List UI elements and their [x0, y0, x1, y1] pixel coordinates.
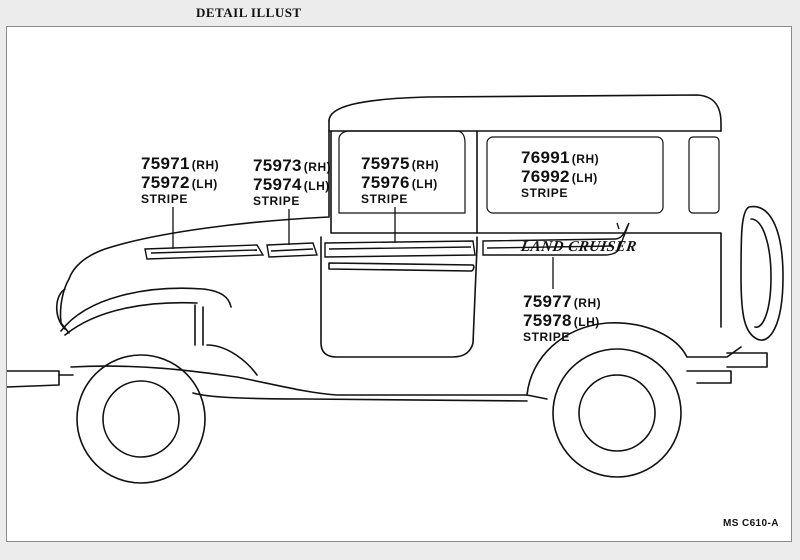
- side-tag-lh: (LH): [571, 171, 598, 185]
- rear-window: [688, 136, 720, 214]
- spare-tire-inner: [750, 218, 772, 328]
- side-tag-rh: (RH): [191, 158, 220, 172]
- stripe-cowl: [266, 242, 318, 258]
- part-number-rh: 75975: [361, 154, 410, 173]
- rear-fender: [526, 322, 742, 396]
- leader-76991: [616, 222, 620, 230]
- spare-tire-outer: [740, 205, 784, 341]
- bumper-front: [7, 370, 60, 388]
- frame-rail: [192, 392, 528, 402]
- front-window: [338, 130, 466, 214]
- vehicle-side-view-drawing: [7, 94, 784, 484]
- side-tag-rh: (RH): [571, 152, 600, 166]
- cab-top-line: [328, 120, 722, 132]
- callout-75971: 75971(RH) 75972(LH) STRIPE: [141, 155, 219, 205]
- part-description: STRIPE: [253, 194, 300, 208]
- rear-rim: [578, 374, 656, 452]
- front-suspension-line: [206, 344, 258, 376]
- part-number-rh: 76991: [521, 148, 570, 167]
- callout-75975: 75975(RH) 75976(LH) STRIPE: [361, 155, 439, 205]
- side-tag-rh: (RH): [411, 158, 440, 172]
- rear-step: [686, 370, 732, 384]
- part-number-rh: 75977: [523, 292, 572, 311]
- door-outline: [320, 236, 478, 358]
- stripe-hood: [144, 244, 265, 260]
- callout-75973: 75973(RH) 75974(LH) STRIPE: [253, 157, 331, 207]
- side-tag-lh: (LH): [573, 315, 600, 329]
- side-tag-lh: (LH): [303, 179, 330, 193]
- part-number-rh: 75973: [253, 156, 302, 175]
- stripe-cowl-inner: [270, 248, 314, 252]
- front-rim: [102, 380, 180, 458]
- rear-body-line: [476, 232, 722, 328]
- page-title: DETAIL ILLUST: [196, 5, 302, 20]
- front-tire: [76, 354, 206, 484]
- rear-side-window: [486, 136, 664, 214]
- part-description: STRIPE: [141, 192, 188, 206]
- door-handle-slot: [328, 262, 475, 272]
- hood-outline: [68, 130, 330, 280]
- illustration-frame: 75971(RH) 75972(LH) STRIPE 75973(RH) 759…: [6, 26, 792, 542]
- figure-code: MS C610-A: [723, 518, 779, 529]
- side-tag-lh: (LH): [411, 177, 438, 191]
- stripe-door-inner: [328, 246, 472, 250]
- sill-line: [194, 304, 204, 346]
- rear-tire: [552, 348, 682, 478]
- part-number-rh: 75971: [141, 154, 190, 173]
- part-number-lh: 75974: [253, 175, 302, 194]
- land-cruiser-emblem: LAND CRUISER: [519, 239, 638, 255]
- front-fender-inner: [64, 301, 198, 336]
- roof-outline: [328, 94, 722, 132]
- side-tag-rh: (RH): [303, 160, 332, 174]
- part-number-lh: 75978: [523, 311, 572, 330]
- part-description: STRIPE: [361, 192, 408, 206]
- side-tag-rh: (RH): [573, 296, 602, 310]
- leader-lines: [172, 207, 620, 289]
- stripe-rear: [482, 222, 630, 256]
- callout-76991: 76991(RH) 76992(LH) STRIPE: [521, 149, 599, 199]
- side-tag-lh: (LH): [191, 177, 218, 191]
- rear-bumper: [726, 352, 768, 368]
- wheel-well-lower: [526, 394, 548, 400]
- part-number-lh: 75972: [141, 173, 190, 192]
- door-window-frame: [330, 130, 478, 234]
- part-description: STRIPE: [521, 186, 568, 200]
- part-number-lh: 76992: [521, 167, 570, 186]
- stripes: [144, 222, 630, 260]
- rocker-line: [70, 365, 528, 396]
- stripe-hood-inner: [150, 249, 258, 254]
- part-description: STRIPE: [523, 330, 570, 344]
- stripe-rear-inner: [486, 245, 614, 249]
- callout-75977: 75977(RH) 75978(LH) STRIPE: [523, 293, 601, 343]
- grille-curve: [55, 288, 66, 330]
- part-number-lh: 75976: [361, 173, 410, 192]
- stripe-door: [324, 240, 476, 258]
- front-fender: [60, 287, 232, 332]
